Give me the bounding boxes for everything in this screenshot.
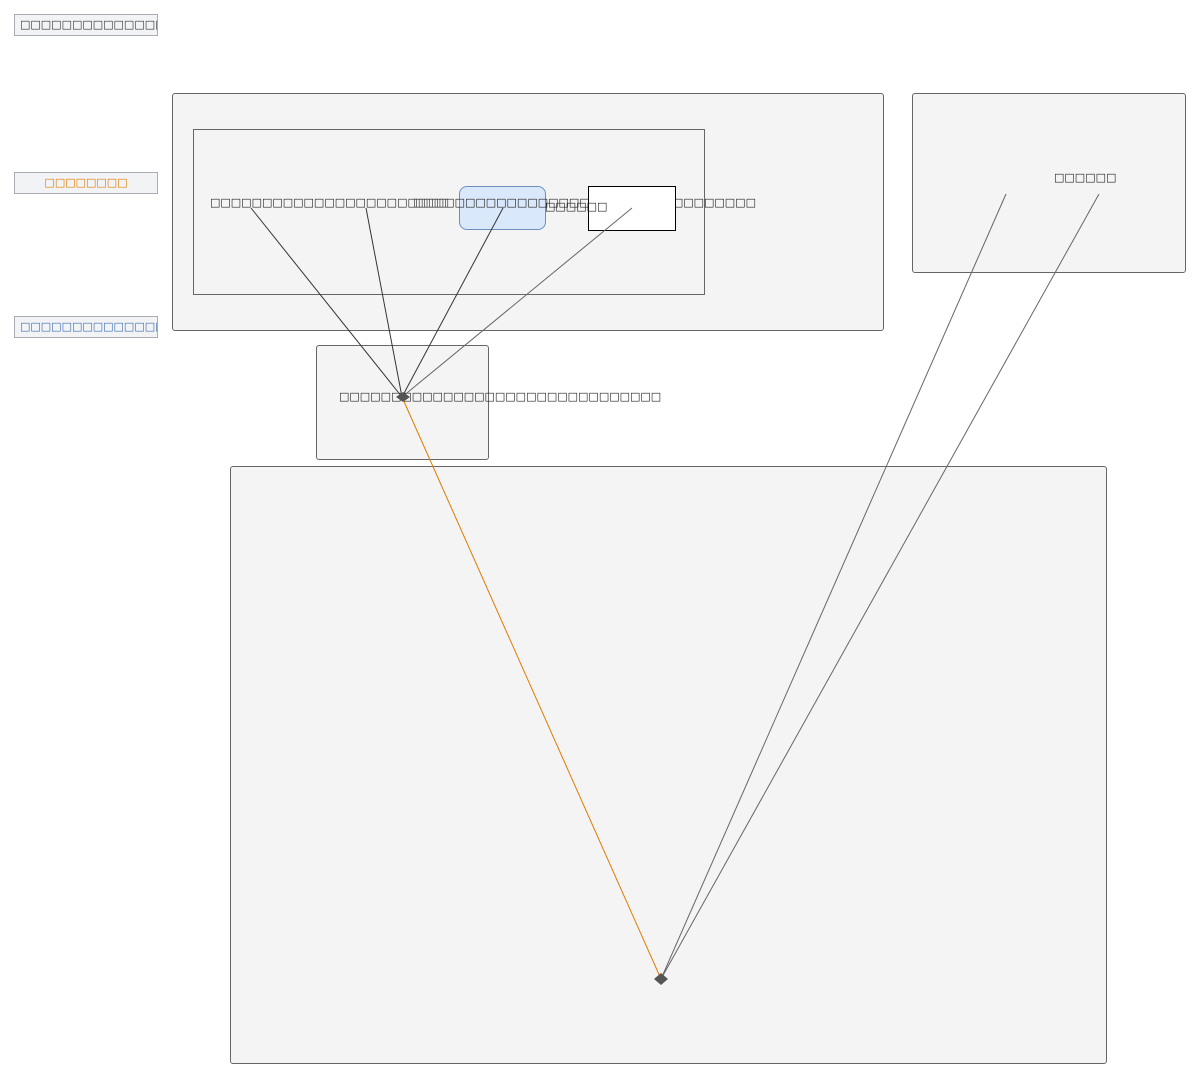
mid-panel-label[interactable]: □□□□□□□□□□□□□□□□□□□□□□□□□□□□□□□: [339, 390, 662, 403]
legend-label-blue: □□□□□□□□□□□□□□□: [14, 316, 158, 338]
right-panel-label[interactable]: □□□□□□: [1054, 171, 1117, 184]
node-c-label[interactable]: □□□□□□: [545, 200, 608, 213]
edge-hub-to-bottom: [401, 396, 662, 980]
legend-label-orange: □□□□□□□□: [14, 172, 158, 194]
legend-label-title-text: □□□□□□□□□□□□□□□□□□□□□□□□: [20, 18, 157, 31]
legend-label-title: □□□□□□□□□□□□□□□□□□□□□□□□: [14, 14, 158, 36]
node-a-label[interactable]: □□□□□□□□□□□□□□□□□□□□□□□: [210, 196, 450, 209]
edge-blue-to-hub: [401, 207, 504, 398]
legend-label-orange-text: □□□□□□□□: [44, 176, 128, 189]
bottom-connector-marker: [654, 973, 668, 985]
white-node[interactable]: [588, 186, 676, 231]
edge-right-2-to-bottom: [660, 193, 1100, 980]
legend-label-blue-text: □□□□□□□□□□□□□□□: [20, 320, 157, 333]
bottom-group-panel[interactable]: [230, 466, 1107, 1064]
right-group-panel[interactable]: [912, 93, 1186, 273]
mid-group-panel[interactable]: [316, 345, 489, 460]
edge-white-to-hub: [401, 207, 633, 398]
hub-connector-marker: [396, 392, 410, 402]
edge-node-a-to-hub: [250, 207, 403, 398]
edge-right-1-to-bottom: [660, 193, 1007, 980]
edge-mid-to-hub: [365, 207, 403, 398]
